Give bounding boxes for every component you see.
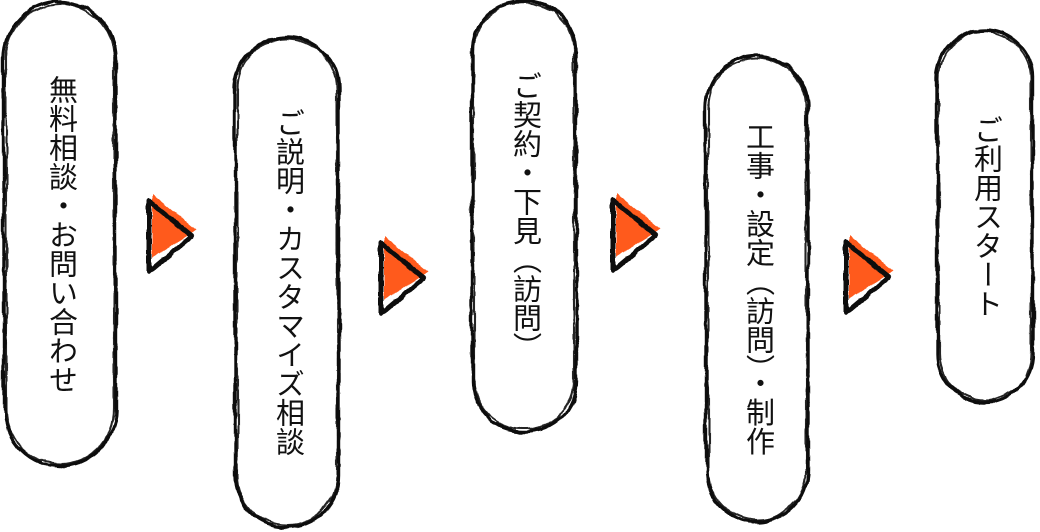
flow-step-2: ご説明・カスタマイズ相談 — [233, 35, 341, 529]
step-label: ご利用スタート — [969, 114, 1002, 318]
arrow-right-icon — [610, 193, 660, 274]
arrow-right-icon — [146, 194, 196, 275]
step-label: ご説明・カスタマイズ相談 — [271, 108, 304, 456]
step-label: ご契約・下見（訪問） — [508, 71, 541, 361]
step-label: 無料相談・お問い合わせ — [44, 74, 77, 394]
arrow-right-icon — [843, 235, 893, 316]
flow-step-5: ご利用スタート — [935, 28, 1035, 404]
arrow-right-icon — [378, 236, 428, 317]
flow-step-4: 工事・設定（訪問）・制作 — [704, 54, 810, 524]
flow-step-3: ご契約・下見（訪問） — [470, 0, 578, 433]
flow-step-1: 無料相談・お問い合わせ — [2, 0, 118, 468]
step-label: 工事・設定（訪問）・制作 — [741, 122, 774, 456]
